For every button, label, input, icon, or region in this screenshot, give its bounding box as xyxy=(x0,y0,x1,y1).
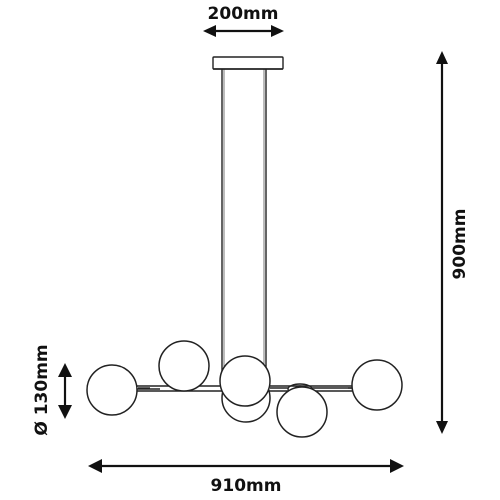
dimension-total-width-label: 910mm xyxy=(211,476,282,496)
globe-center xyxy=(219,355,271,407)
globe-far-left xyxy=(86,364,138,416)
ceiling-canopy xyxy=(212,56,284,70)
globe-upper-left xyxy=(158,340,210,392)
globe-lower-right xyxy=(276,386,328,438)
globe-far-right xyxy=(351,359,403,411)
dimension-total-height-label: 900mm xyxy=(450,209,470,280)
dimension-total-width: 910mm xyxy=(88,459,404,496)
dimension-globe-diameter: Ø 130mm xyxy=(32,344,72,436)
dimension-top-width-label: 200mm xyxy=(208,4,279,24)
dimension-total-height: 900mm xyxy=(436,51,470,434)
dimension-top-width: 200mm xyxy=(203,4,284,37)
dimension-globe-diameter-label: Ø 130mm xyxy=(32,344,52,435)
